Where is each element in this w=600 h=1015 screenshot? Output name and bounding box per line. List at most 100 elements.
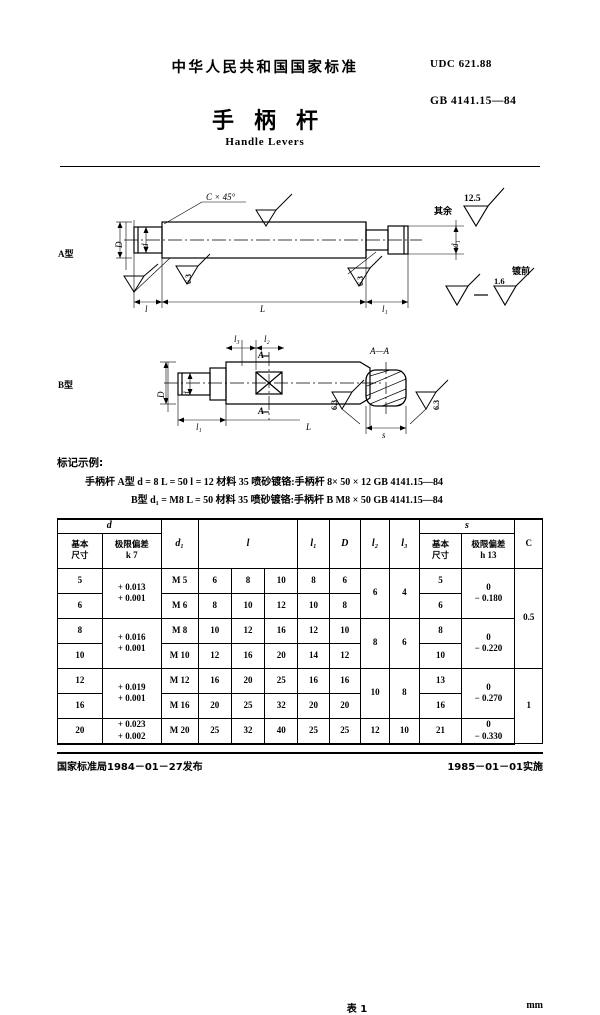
- cell-l-a: 20: [197, 692, 232, 719]
- cell-l2: 8: [359, 617, 391, 669]
- drawing-svg: [116, 187, 535, 434]
- cell-s-tolerance: 0 − 0.330: [461, 717, 516, 745]
- udc-code: UDC 621.88: [430, 58, 492, 70]
- header-l3: l₃: [389, 518, 420, 569]
- cell-l2: 12: [359, 717, 391, 745]
- dim-l2-b: l₂: [264, 334, 270, 344]
- cell-l-c: 40: [264, 717, 299, 745]
- cell-D: 10: [328, 617, 361, 644]
- cell-l-b: 12: [230, 617, 266, 644]
- cell-d: 8: [57, 617, 103, 644]
- rest-label: 其余: [434, 207, 453, 217]
- footer-divider: [57, 752, 543, 754]
- cell-s: 21: [418, 717, 463, 745]
- cell-d: 6: [57, 592, 103, 619]
- header-s-basic: 基本 尺寸: [418, 532, 463, 569]
- section-mark-top: A: [258, 350, 265, 360]
- cell-d-tolerance: + 0.019 + 0.001: [101, 667, 162, 719]
- roughness-63-right: 6.3: [356, 276, 365, 286]
- header-C: C: [514, 518, 543, 569]
- roughness-16: 1.6: [494, 276, 505, 286]
- cell-l1: 8: [297, 567, 330, 594]
- dim-l1-a: l₁: [382, 304, 388, 314]
- cell-D: 16: [328, 667, 361, 694]
- cell-D: 25: [328, 717, 361, 745]
- cell-l-c: 20: [264, 642, 299, 669]
- marking-example-line-b: B型 d₁ = M8 L = 50 材料 35 喷砂镀铬:手柄杆 B M8 × …: [131, 495, 443, 506]
- cell-C: 0.5: [514, 567, 543, 669]
- cell-l-c: 12: [264, 592, 299, 619]
- cell-l1: 16: [297, 667, 330, 694]
- cell-l-c: 16: [264, 617, 299, 644]
- cell-l-b: 16: [230, 642, 266, 669]
- cell-l-a: 16: [197, 667, 232, 694]
- roughness-125: 12.5: [464, 194, 481, 204]
- cell-s: 13: [418, 667, 463, 694]
- cell-s: 5: [418, 567, 463, 594]
- cell-l-b: 8: [230, 567, 266, 594]
- dim-d1-b: d₁: [182, 388, 192, 396]
- cell-d-tolerance: + 0.016 + 0.001: [101, 617, 162, 669]
- table-header-sub-row: 基本 尺寸 极限偏差 k 7 基本 尺寸 极限偏差 h 13: [57, 532, 543, 569]
- section-label: A—A: [370, 346, 389, 356]
- cell-d: 10: [57, 642, 103, 669]
- cell-d: 16: [57, 692, 103, 719]
- type-a-label: A型: [58, 249, 74, 259]
- cell-l-b: 20: [230, 667, 266, 694]
- cell-d1: M 20: [160, 717, 199, 745]
- table-row: 6 M 6 8 10 12 10 8 6: [57, 592, 543, 619]
- cell-s: 6: [418, 592, 463, 619]
- cell-d1: M 16: [160, 692, 199, 719]
- page-title-english: Handle Levers: [225, 136, 305, 148]
- table-header-group-row: d d₁ l l₁ D l₂ l₃ s C: [57, 518, 543, 569]
- cell-l-a: 6: [197, 567, 232, 594]
- cell-l1: 14: [297, 642, 330, 669]
- cell-l-b: 10: [230, 592, 266, 619]
- dim-s-section: s: [382, 430, 386, 440]
- dim-D-b: D: [156, 391, 166, 399]
- cell-d: 20: [57, 717, 103, 745]
- cell-d: 12: [57, 667, 103, 694]
- dim-L-a: L: [260, 304, 266, 314]
- type-b-label: B型: [58, 380, 74, 390]
- cell-C: 1: [514, 667, 543, 744]
- cell-d1: M 12: [160, 667, 199, 694]
- standard-number: GB 4141.15—84: [430, 95, 517, 107]
- dim-L-b: L: [306, 422, 312, 432]
- cell-D: 12: [328, 642, 361, 669]
- table-row: 16 M 16 20 25 32 20 20 16: [57, 692, 543, 719]
- cell-l-a: 10: [197, 617, 232, 644]
- cell-l3: 8: [389, 667, 420, 719]
- cell-d-tolerance: + 0.013 + 0.001: [101, 567, 162, 619]
- header-l1: l₁: [297, 518, 330, 569]
- cell-l-c: 25: [264, 667, 299, 694]
- cell-l1: 12: [297, 617, 330, 644]
- national-standard-heading: 中华人民共和国国家标准: [171, 60, 359, 76]
- cell-l-b: 32: [230, 717, 266, 745]
- dim-l-a: l: [145, 304, 148, 314]
- table-row: 8 + 0.016 + 0.001 M 8 10 12 16 12 10 8 6…: [57, 617, 543, 669]
- cell-s-tolerance: 0 − 0.220: [461, 617, 516, 669]
- dim-l1-b: l₁: [196, 422, 202, 432]
- cell-d1: M 5: [160, 567, 199, 594]
- cell-l-a: 8: [197, 592, 232, 619]
- before-plating-label: 镀前: [512, 267, 531, 277]
- cell-d-tolerance: + 0.023 + 0.002: [101, 717, 162, 745]
- roughness-63-left: 6.3: [184, 274, 193, 284]
- table-row: 10 M 10 12 16 20 14 12 10: [57, 642, 543, 669]
- cell-l-a: 12: [197, 642, 232, 669]
- cell-s-tolerance: 0 − 0.180: [461, 567, 516, 619]
- cell-d: 5: [57, 567, 103, 594]
- footer-issued-date: 国家标准局1984－01－27发布: [57, 762, 203, 773]
- table-row: 12 + 0.019 + 0.001 M 12 16 20 25 16 16 1…: [57, 667, 543, 744]
- header-divider: [60, 166, 540, 167]
- cell-d1: M 6: [160, 592, 199, 619]
- cell-l1: 10: [297, 592, 330, 619]
- cell-l2: 10: [359, 667, 391, 719]
- dim-D-a: D: [114, 241, 124, 249]
- roughness-63-section-left: 6.3: [330, 400, 339, 410]
- standard-page: 中华人民共和国国家标准 UDC 621.88 GB 4141.15—84 手柄杆…: [57, 58, 543, 1015]
- dim-l3-b: l₃: [234, 334, 240, 344]
- cell-l-c: 32: [264, 692, 299, 719]
- cell-s: 10: [418, 642, 463, 669]
